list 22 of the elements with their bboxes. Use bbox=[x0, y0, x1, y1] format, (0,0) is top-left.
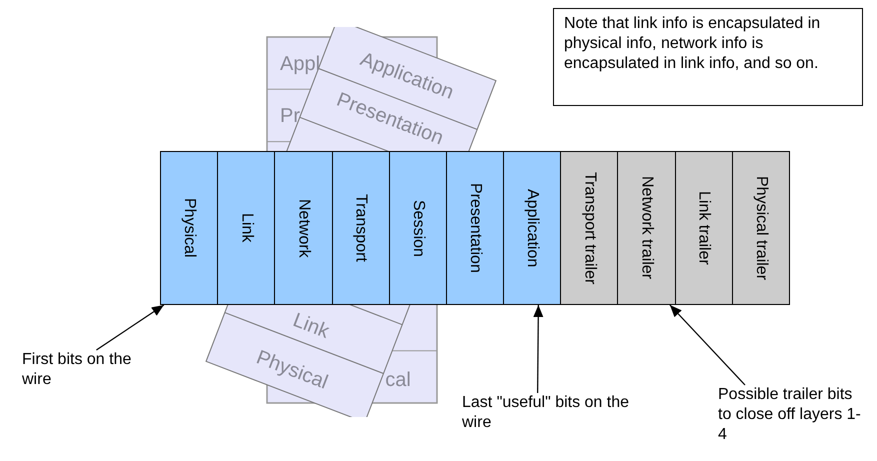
annotation-text: Last "useful" bits on the wire bbox=[462, 393, 642, 433]
note-box: Note that link info is encapsulated in physical info, network info is encapsulated in link info, and so on. bbox=[553, 8, 863, 106]
faded-layer-label: Link bbox=[290, 309, 332, 343]
header-cell: Session bbox=[388, 151, 447, 305]
header-cell: Physical bbox=[160, 151, 218, 305]
header-cell: Link bbox=[217, 151, 276, 305]
arrow bbox=[669, 304, 746, 386]
arrow bbox=[96, 304, 164, 350]
faded-layer-label: cal bbox=[385, 369, 411, 391]
trailer-cell: Transport trailer bbox=[560, 151, 618, 305]
annotation-text: Possible trailer bits to close off layers 1-4 bbox=[718, 385, 868, 445]
trailer-cell: Network trailer bbox=[617, 151, 676, 305]
annotation-text: First bits on the wire bbox=[22, 350, 142, 390]
trailer-cell: Physical trailer bbox=[732, 151, 790, 305]
header-cell: Presentation bbox=[446, 151, 504, 305]
header-cell: Application bbox=[503, 151, 562, 305]
faded-layer-label: Appl bbox=[280, 53, 320, 75]
header-cell: Transport bbox=[332, 151, 390, 305]
faded-layer-label: Pr bbox=[280, 105, 300, 127]
trailer-cell: Link trailer bbox=[674, 151, 733, 305]
header-cell: Network bbox=[274, 151, 333, 305]
arrow bbox=[533, 305, 544, 393]
